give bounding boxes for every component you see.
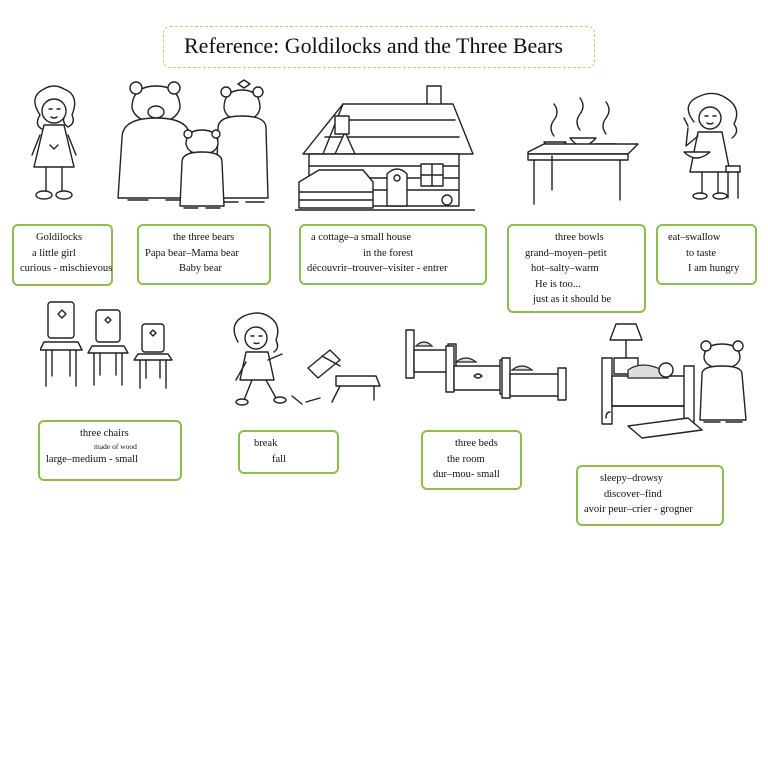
three-bears-illustration: [117, 79, 269, 209]
card-line: the room: [447, 453, 485, 465]
goldilocks-eating-illustration: [683, 92, 741, 200]
card-line: the three bears: [173, 232, 235, 243]
cottage-card: a cottage–a small house in the forest dé…: [299, 224, 487, 285]
card-line: fall: [272, 453, 286, 465]
three-chairs-illustration: [40, 301, 173, 389]
card-line: three beds: [455, 438, 498, 449]
card-line: sleepy–drowsy: [600, 473, 663, 484]
chairs-card: three chairs made of wood large–medium -…: [38, 420, 182, 481]
goldilocks-illustration: [31, 85, 77, 200]
card-line: three chairs: [80, 428, 129, 439]
three-beds-illustration: [405, 329, 567, 401]
card-line: break: [254, 438, 278, 449]
bowls-card: three bowls grand–moyen–petit hot–salty–…: [507, 224, 646, 313]
card-line: in the forest: [363, 247, 414, 259]
card-line: just as it should be: [533, 294, 612, 305]
card-line: a cottage–a small house: [311, 232, 412, 243]
goldilocks-card: Goldilocks a little girl curious - misch…: [12, 224, 113, 286]
eat-card: eat–swallow to taste I am hungry: [656, 224, 757, 285]
broken-chair-illustration: [233, 312, 381, 406]
card-line: dur–mou- small: [433, 469, 500, 480]
sleepy-card: sleepy–drowsy discover–find avoir peur–c…: [576, 465, 724, 526]
beds-card: three beds the room dur–mou- small: [421, 430, 522, 490]
card-line: to taste: [686, 247, 717, 259]
card-line: avoir peur–crier - grogner: [584, 504, 693, 515]
card-line: Baby bear: [179, 263, 222, 274]
cottage-illustration: [295, 85, 475, 211]
card-line: He is too...: [535, 278, 581, 290]
bowls-on-table-illustration: [527, 97, 639, 205]
card-line: large–medium - small: [46, 453, 138, 465]
card-line: a little girl: [32, 247, 76, 259]
card-line: eat–swallow: [668, 232, 721, 243]
card-line: découvrir–trouver–visiter - entrer: [307, 263, 448, 274]
break-card: break fall: [238, 430, 339, 474]
card-line: hot–salty–warm: [531, 263, 599, 274]
card-line: Goldilocks: [36, 232, 83, 243]
card-line: I am hungry: [688, 263, 740, 274]
card-line: curious - mischievous: [20, 263, 113, 274]
card-line: Papa bear–Mama bear: [145, 247, 239, 259]
card-line: grand–moyen–petit: [525, 247, 607, 259]
title-box: Reference: Goldilocks and the Three Bear…: [163, 26, 595, 68]
card-line: made of wood: [94, 441, 137, 451]
card-line: discover–find: [604, 488, 662, 500]
page-title: Reference: Goldilocks and the Three Bear…: [184, 33, 563, 58]
card-line: three bowls: [555, 232, 604, 243]
three-bears-card: the three bears Papa bear–Mama bear Baby…: [137, 224, 271, 285]
bear-finds-goldilocks-illustration: [601, 323, 747, 439]
